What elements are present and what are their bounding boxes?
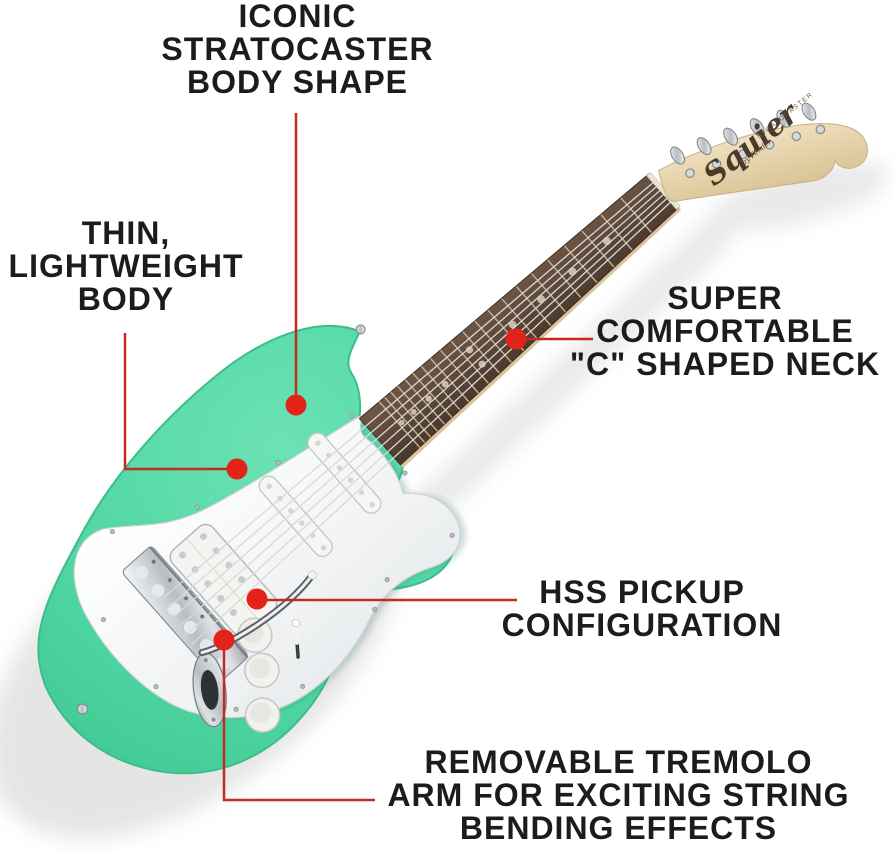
callout-line-tremolo	[222, 648, 375, 802]
callout-text-line: ICONIC	[238, 0, 357, 34]
annotation-dots	[213, 328, 527, 651]
pickup-selector-switch	[291, 618, 300, 659]
callout-text-line: BODY	[77, 281, 175, 317]
callout-line-thin-body	[123, 333, 230, 471]
callout-text-line: BODY SHAPE	[186, 64, 408, 100]
tone-knob-1	[244, 652, 280, 689]
callout-text-line: ARM FOR EXCITING STRING	[387, 777, 850, 813]
callout-tremolo-arm: REMOVABLE TREMOLO ARM FOR EXCITING STRIN…	[366, 746, 871, 845]
callout-neck: SUPER COMFORTABLE "C" SHAPED NECK	[556, 282, 894, 381]
pickguard-screws	[100, 413, 455, 712]
callout-dot-body-shape	[285, 394, 307, 416]
callout-thin-body: THIN, LIGHTWEIGHT BODY	[0, 217, 252, 316]
callout-dot-hss	[246, 588, 268, 610]
volume-knob	[237, 617, 273, 654]
callout-text-line: STRATOCASTER	[161, 31, 434, 67]
neck-single-coil-pickup	[307, 432, 382, 514]
callout-text-line: COMFORTABLE	[596, 313, 854, 349]
middle-single-coil-pickup	[258, 475, 333, 557]
headstock	[657, 123, 868, 203]
callout-body-shape: ICONIC STRATOCASTER BODY SHAPE	[120, 0, 475, 99]
callout-text-line: REMOVABLE TREMOLO	[424, 744, 813, 780]
strap-button-bottom	[76, 703, 88, 715]
strings	[155, 180, 673, 645]
tone-knob-2	[244, 697, 281, 733]
callout-text-line: CONFIGURATION	[501, 607, 783, 643]
strap-button-top	[355, 324, 366, 335]
tremolo-arm	[198, 570, 317, 657]
callout-text-line: BENDING EFFECTS	[459, 810, 778, 846]
neck-side	[400, 207, 682, 468]
callout-dot-neck	[505, 328, 527, 350]
callout-text-line: LIGHTWEIGHT	[8, 248, 244, 284]
callout-dot-thin-body	[226, 458, 248, 480]
callout-text-line: "C" SHAPED NECK	[569, 346, 881, 382]
callout-text-line: SUPER	[667, 280, 783, 316]
callout-text-line: HSS PICKUP	[539, 574, 745, 610]
tuner-posts	[685, 124, 826, 178]
callout-hss-pickup: HSS PICKUP CONFIGURATION	[462, 576, 822, 642]
annotation-lines	[123, 113, 593, 802]
tuner-buttons	[670, 102, 817, 165]
callout-dot-tremolo	[213, 629, 235, 651]
fret-lines	[378, 197, 652, 448]
callout-text-line: THIN,	[81, 215, 171, 251]
output-jack	[192, 652, 227, 728]
